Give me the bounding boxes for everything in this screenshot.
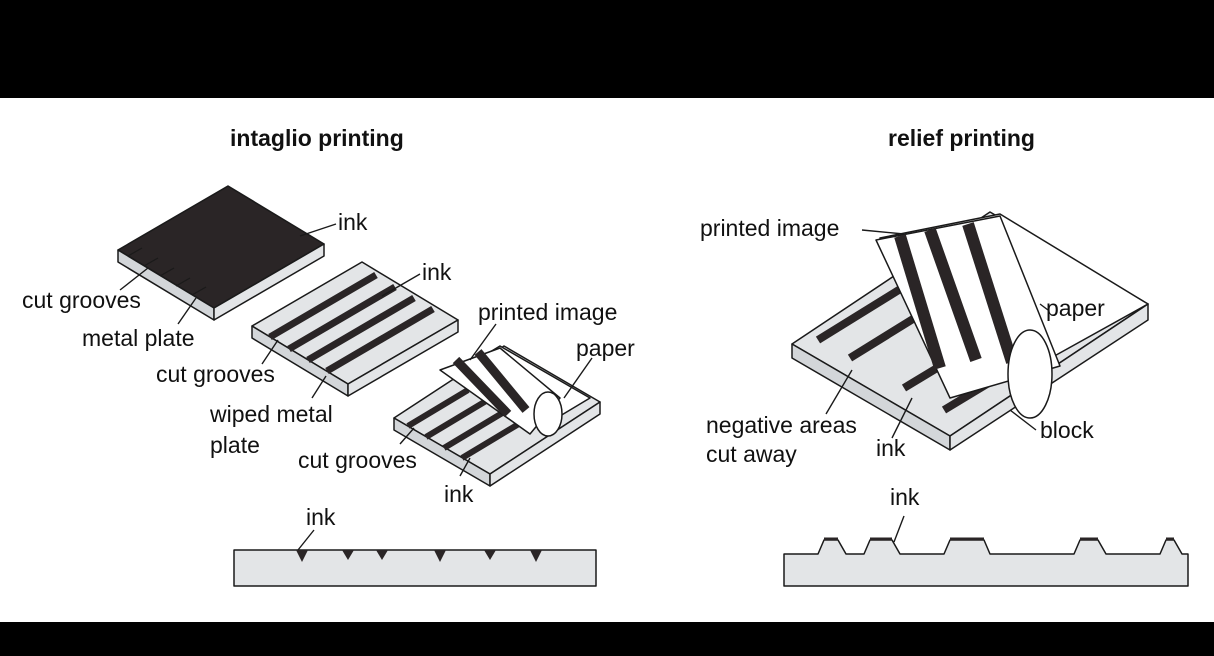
intaglio-label-paper: paper (576, 335, 635, 361)
intaglio-label-printed-image: printed image (478, 299, 618, 325)
relief-label-ink: ink (876, 435, 906, 461)
relief-title: relief printing (888, 125, 1035, 151)
relief-cross-section (783, 537, 1189, 587)
intaglio-label-ink-mid: ink (422, 259, 452, 285)
relief-label-ink-section: ink (890, 484, 920, 510)
intaglio-label-metal-plate: metal plate (82, 325, 195, 351)
intaglio-cross-section (233, 549, 597, 587)
intaglio-title: intaglio printing (230, 125, 404, 151)
relief-label-paper: paper (1046, 295, 1105, 321)
printing-plate-with-paper (393, 345, 601, 487)
printing-diagram-art (117, 185, 1189, 587)
leader-lines (119, 223, 1049, 551)
intaglio-label-wiped-metal: wiped metal (210, 401, 333, 427)
relief-label-printed-image: printed image (700, 215, 840, 241)
intaglio-label-ink-top: ink (338, 209, 368, 235)
intaglio-label-ink-low: ink (444, 481, 474, 507)
relief-label-cut-away: cut away (706, 441, 797, 467)
intaglio-label-cut-grooves-1: cut grooves (22, 287, 141, 313)
diagram-canvas: intaglio printing relief printing ink cu… (0, 98, 1214, 622)
intaglio-label-cut-grooves-3: cut grooves (298, 447, 417, 473)
relief-block (791, 211, 1149, 451)
intaglio-label-wiped-plate: plate (210, 432, 260, 458)
relief-label-block: block (1040, 417, 1094, 443)
inked-metal-plate (117, 185, 325, 321)
relief-label-negative-areas: negative areas (706, 412, 857, 438)
intaglio-label-ink-section: ink (306, 504, 336, 530)
intaglio-label-cut-grooves-2: cut grooves (156, 361, 275, 387)
